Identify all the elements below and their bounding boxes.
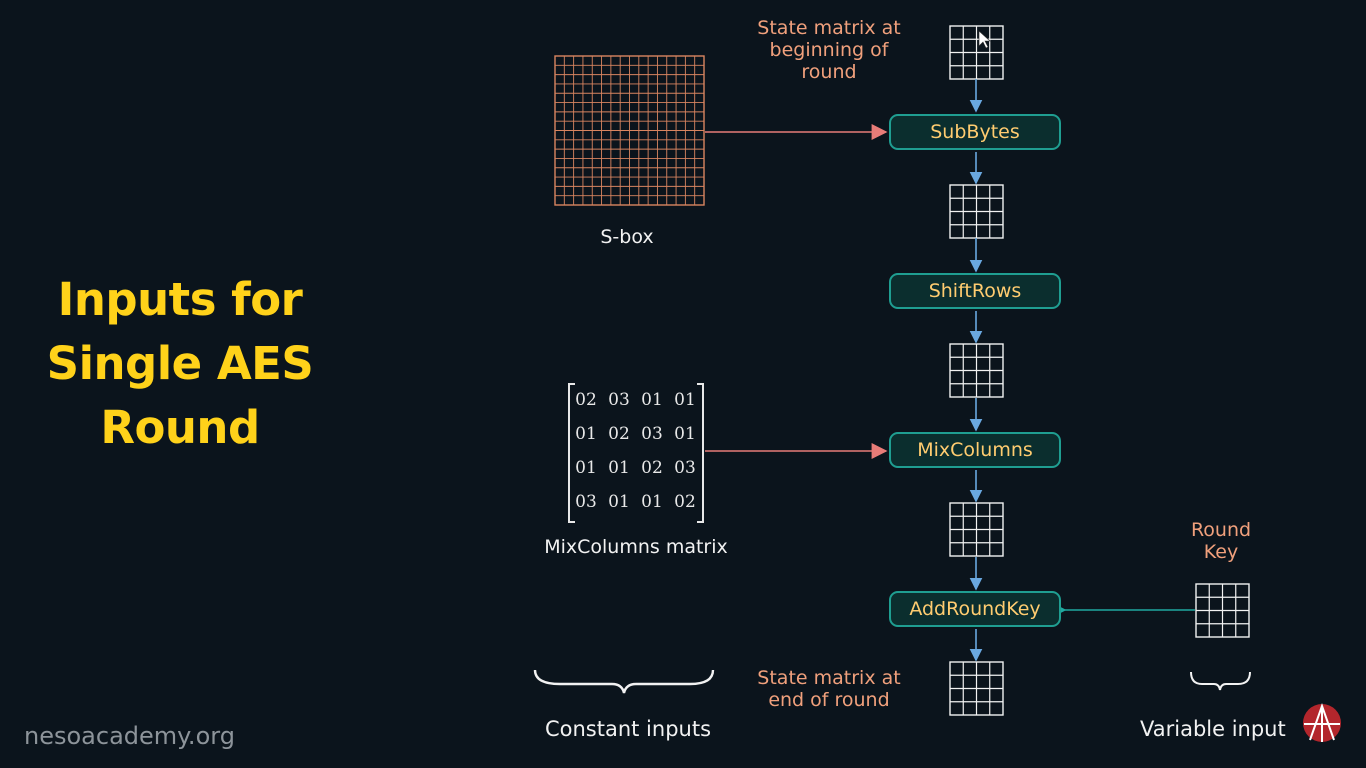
round-key-label: Round Key <box>1190 519 1252 563</box>
matrix-cell: 02 <box>575 390 597 410</box>
variable-inputs-label: Variable input <box>1140 717 1286 741</box>
mouse-pointer-icon <box>978 30 991 49</box>
matrix-cell: 01 <box>674 424 696 444</box>
matrix-cell: 03 <box>575 492 597 512</box>
matrix-cell: 02 <box>641 458 663 478</box>
title-line-2: Single AES <box>46 337 314 390</box>
mixcolumns-step: MixColumns <box>889 432 1061 468</box>
state-matrix-end <box>949 661 1004 716</box>
matrix-cell: 01 <box>674 390 696 410</box>
state-matrix-after-mixcolumns <box>949 502 1004 557</box>
constant-inputs-label: Constant inputs <box>544 717 712 741</box>
matrix-cell: 03 <box>641 424 663 444</box>
addroundkey-step: AddRoundKey <box>889 591 1061 627</box>
matrix-cell: 02 <box>608 424 630 444</box>
matrix-cell: 01 <box>608 492 630 512</box>
matrix-cell: 01 <box>575 458 597 478</box>
state-matrix-begin <box>949 25 1004 80</box>
matrix-brackets <box>568 383 704 523</box>
matrix-cell: 03 <box>674 458 696 478</box>
sbox-grid <box>554 55 705 206</box>
matrix-cell: 03 <box>608 390 630 410</box>
variable-inputs-brace <box>1190 671 1251 691</box>
title-line-1: Inputs for <box>57 273 303 326</box>
footer-website: nesoacademy.org <box>24 722 235 750</box>
constant-inputs-brace <box>533 669 715 694</box>
neso-logo <box>1303 702 1341 742</box>
matrix-cell: 01 <box>641 492 663 512</box>
shiftrows-step: ShiftRows <box>889 273 1061 309</box>
state-begin-label: State matrix at beginning of round <box>757 17 901 83</box>
subbytes-step: SubBytes <box>889 114 1061 150</box>
state-matrix-after-subbytes <box>949 184 1004 239</box>
slide-title: Inputs for Single AES Round <box>20 268 340 460</box>
state-matrix-after-shiftrows <box>949 343 1004 398</box>
sbox-label: S-box <box>600 226 654 248</box>
title-line-3: Round <box>100 401 260 454</box>
matrix-cell: 01 <box>575 424 597 444</box>
matrix-cell: 01 <box>641 390 663 410</box>
matrix-cell: 01 <box>608 458 630 478</box>
round-key-matrix <box>1195 583 1250 638</box>
matrix-cell: 02 <box>674 492 696 512</box>
state-end-label: State matrix at end of round <box>757 667 901 711</box>
mixcolumns-matrix-label: MixColumns matrix <box>544 536 728 558</box>
